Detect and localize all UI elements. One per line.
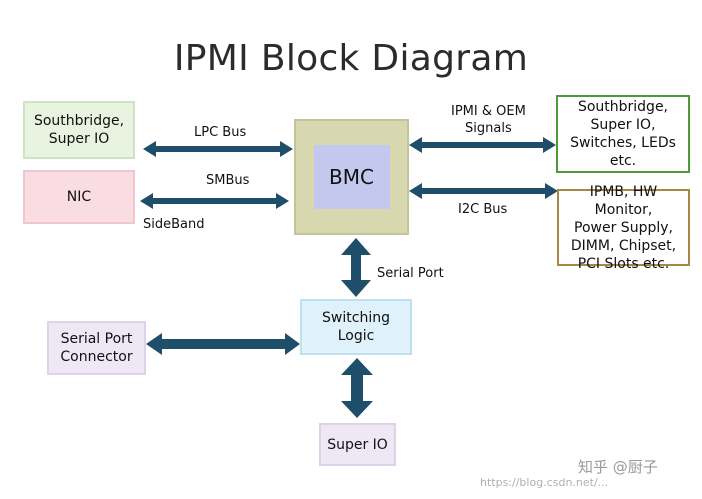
i2c-bus-label: I2C Bus [458,202,508,217]
nic-box: NIC [23,170,135,224]
i2c-targets-box: IPMB, HW Monitor, Power Supply, DIMM, Ch… [557,184,690,272]
super-io-box: Super IO [319,423,396,466]
watermark-url: https://blog.csdn.net/... [480,476,609,489]
smbus-label: SMBus [206,173,250,188]
lpc-bus-arrow [143,141,293,157]
super-io-label: Super IO [327,436,388,453]
i2c-bus-arrow [409,183,558,199]
bmc-box: BMC [313,145,390,209]
oem-targets-label: Southbridge, Super IO, Switches, LEDs et… [570,99,676,169]
southbridge-superio-box: Southbridge, Super IO [23,101,135,159]
super-io-arrow [341,358,373,418]
serial-port-connector-box: Serial Port Connector [47,321,146,375]
lpc-bus-label: LPC Bus [194,125,247,140]
bmc-label: BMC [329,165,374,189]
nic-label: NIC [66,189,92,205]
southbridge-superio-label: Southbridge, Super IO [33,113,125,147]
sideband-label: SideBand [143,217,205,232]
smbus-arrow [140,193,289,209]
bmc-outer-box: BMC [294,119,409,235]
ipmi-oem-arrow [409,137,556,153]
watermark-brand: 知乎 @厨子 [578,458,658,476]
switching-logic-label: Switching Logic [322,310,390,344]
serial-port-arrow [341,238,371,297]
oem-targets-box: Southbridge, Super IO, Switches, LEDs et… [556,95,690,173]
serial-connector-arrow [146,333,300,355]
serial-port-label: Serial Port [377,266,444,281]
ipmi-oem-signals-label: IPMI & OEM Signals [451,104,526,136]
diagram-title: IPMI Block Diagram [173,38,529,79]
i2c-targets-label: IPMB, HW Monitor, Power Supply, DIMM, Ch… [570,183,677,272]
switching-logic-box: Switching Logic [300,299,412,355]
serial-port-connector-label: Serial Port Connector [60,331,133,365]
